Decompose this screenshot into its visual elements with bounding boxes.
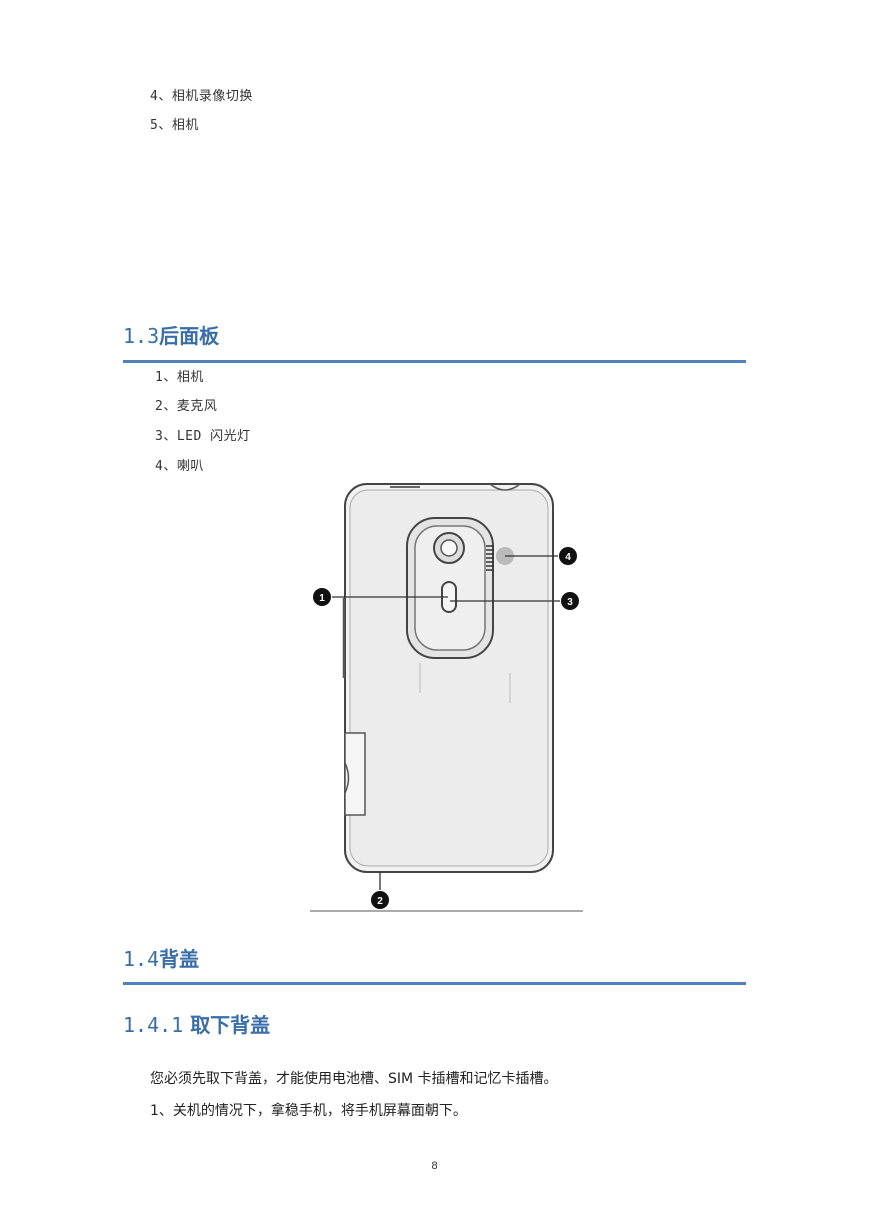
heading-rule	[123, 360, 746, 363]
callout-label: 4	[565, 552, 571, 563]
section-title: 后面板	[159, 324, 220, 348]
phone-rear-figure: 1 3 4 2	[310, 483, 583, 912]
intro-list-item: 4、相机录像切换	[150, 89, 253, 104]
callout-4: 4	[505, 547, 577, 565]
section-heading-1-3: 1.3后面板	[123, 320, 219, 349]
rear-panel-item: 2、麦克风	[155, 399, 218, 414]
camera-module	[406, 517, 514, 659]
phone-body	[342, 483, 554, 873]
rear-panel-item: 4、喇叭	[155, 459, 204, 474]
section-title: 取下背盖	[190, 1013, 271, 1037]
section-heading-1-4-1: 1.4.1 取下背盖	[123, 1009, 270, 1038]
section-title: 背盖	[159, 947, 200, 971]
section-number: 1.3	[123, 324, 160, 348]
callout-label: 3	[567, 597, 573, 608]
callout-1: 1	[313, 588, 448, 606]
rear-panel-item: 1、相机	[155, 370, 204, 385]
callout-2: 2	[371, 872, 389, 909]
rear-panel-item: 3、LED 闪光灯	[155, 429, 251, 444]
section-heading-1-4: 1.4背盖	[123, 943, 199, 972]
section-number: 1.4	[123, 947, 160, 971]
body-paragraph: 您必须先取下背盖，才能使用电池槽、SIM 卡插槽和记忆卡插槽。	[150, 1071, 558, 1087]
intro-list-item: 5、相机	[150, 118, 199, 133]
body-paragraph: 1、关机的情况下，拿稳手机，将手机屏幕面朝下。	[150, 1103, 467, 1119]
callout-3: 3	[450, 592, 579, 610]
callout-label: 1	[319, 593, 325, 604]
callout-label: 2	[377, 896, 383, 907]
section-number: 1.4.1	[123, 1013, 184, 1037]
page-number: 8	[431, 1160, 438, 1172]
heading-rule	[123, 982, 746, 985]
